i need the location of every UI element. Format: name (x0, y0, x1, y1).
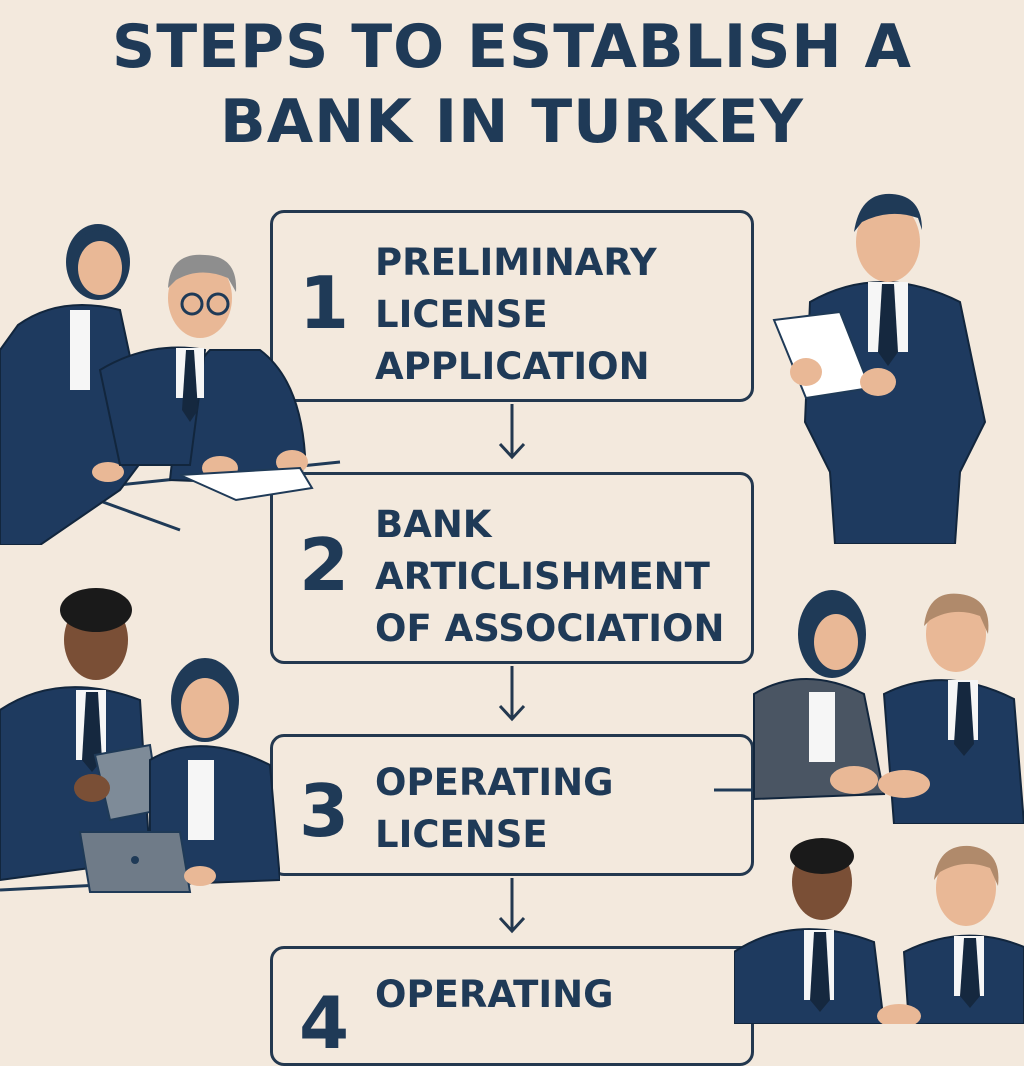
step-2-line-2: ARTICLISHMENT (375, 555, 710, 598)
step-2-line-1: BANK (375, 503, 492, 546)
step-2-box: 2 BANK ARTICLISHMENT OF ASSOCIATION (270, 472, 754, 664)
step-3-box: 3 OPERATING LICENSE (270, 734, 754, 876)
step-1-box: 1 PRELIMINARY LICENSE APPLICATION (270, 210, 754, 402)
page-title: STEPS TO ESTABLISH A BANK IN TURKEY (0, 10, 1024, 160)
colleagues-with-tablet-and-laptop (0, 588, 280, 893)
man-reading-paper (772, 193, 987, 544)
step-4-box: 4 OPERATING (270, 946, 754, 1066)
step-1-line-1: PRELIMINARY (375, 241, 657, 284)
step-3-line-1: OPERATING (375, 761, 614, 804)
business-handshake (714, 590, 1024, 824)
step-4-label: OPERATING (375, 969, 613, 1021)
step-1-number: 1 (299, 261, 350, 345)
title-line-2: BANK IN TURKEY (220, 87, 804, 157)
arrow-down-icon (498, 404, 526, 460)
step-2-label: BANK ARTICLISHMENT OF ASSOCIATION (375, 499, 724, 655)
step-3-label: OPERATING LICENSE (375, 757, 613, 861)
arrow-down-icon (498, 878, 526, 934)
step-4-line-1: OPERATING (375, 973, 614, 1016)
title-line-1: STEPS TO ESTABLISH A (112, 12, 912, 82)
step-1-label: PRELIMINARY LICENSE APPLICATION (375, 237, 657, 393)
two-businessmen-talking (734, 838, 1024, 1024)
arrow-down-icon (498, 666, 526, 722)
step-4-number: 4 (299, 981, 350, 1065)
step-3-line-2: LICENSE (375, 813, 548, 856)
step-1-line-3: APPLICATION (375, 345, 650, 388)
step-2-number: 2 (299, 523, 350, 607)
step-1-line-2: LICENSE (375, 293, 548, 336)
step-3-number: 3 (299, 769, 350, 853)
two-colleagues-reviewing-document (0, 224, 341, 545)
step-2-line-3: OF ASSOCIATION (375, 607, 725, 650)
